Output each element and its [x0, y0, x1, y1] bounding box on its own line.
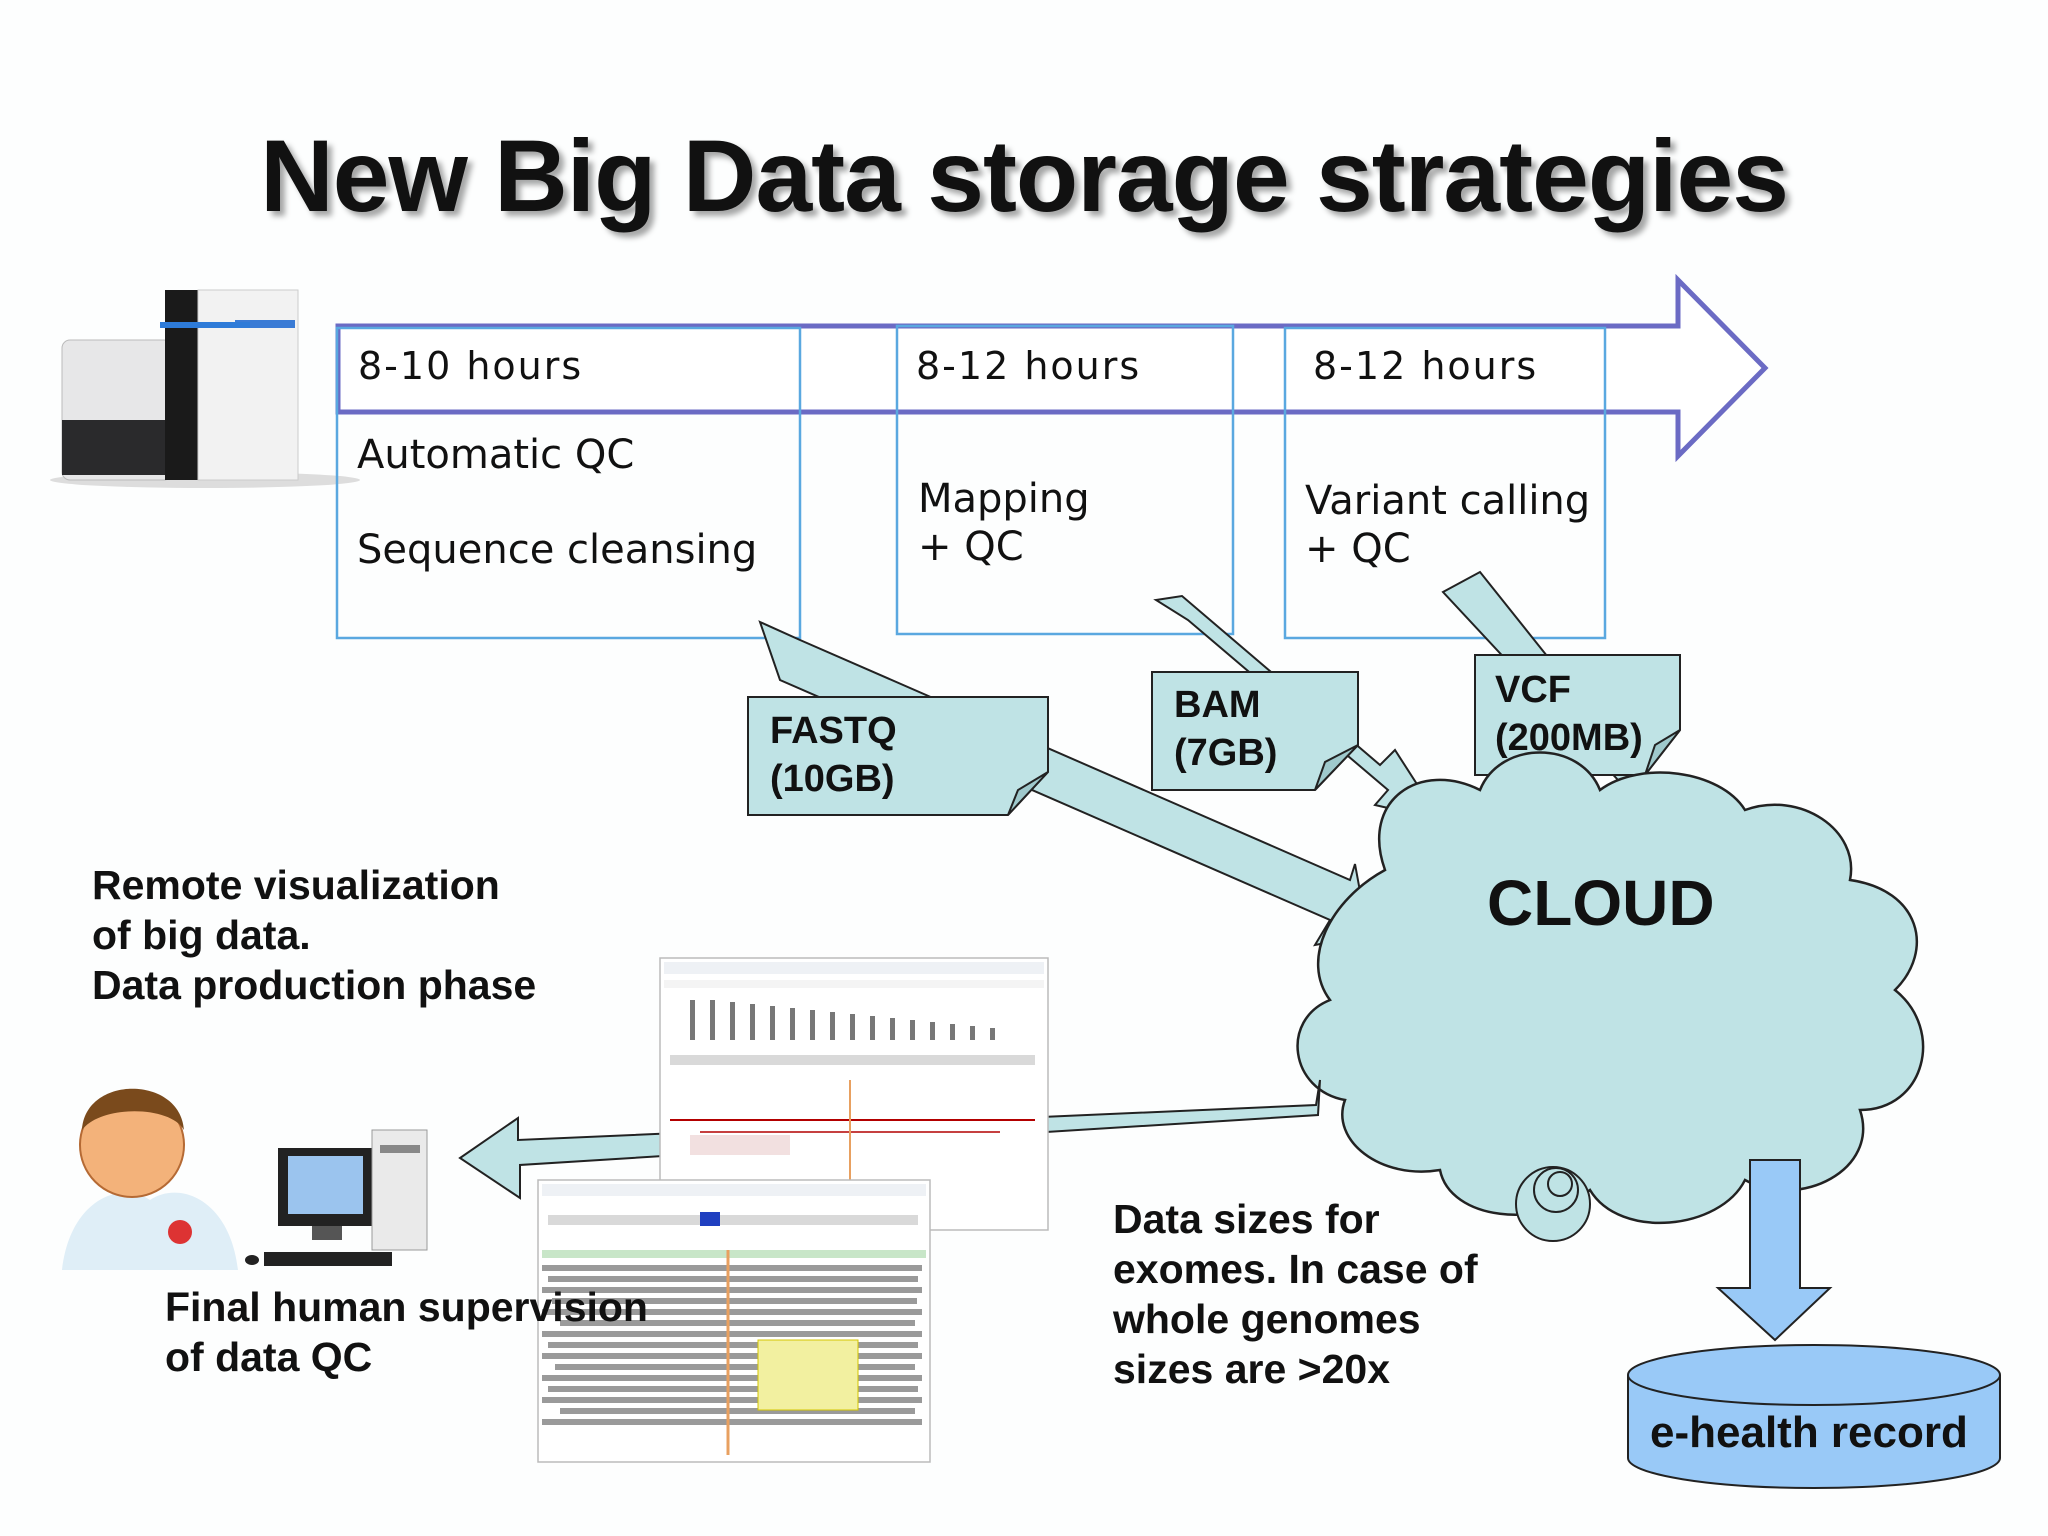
remote-line3: Data production phase	[92, 962, 537, 1008]
fastq-name: FASTQ	[770, 710, 897, 752]
bam-name: BAM	[1174, 684, 1261, 726]
note-line4: sizes are >20x	[1113, 1346, 1390, 1392]
timeline-arrow	[335, 273, 1769, 463]
doctor-icon	[62, 1088, 238, 1270]
bam-label: BAM (7GB)	[1174, 681, 1277, 777]
remote-visualization-label: Remote visualization of big data. Data p…	[92, 860, 536, 1010]
remote-line1: Remote visualization	[92, 862, 500, 908]
note-line1: Data sizes for	[1113, 1196, 1380, 1242]
step-box-qc	[335, 326, 802, 640]
step1-title: Automatic QC	[357, 432, 635, 478]
step1-hours: 8-10 hours	[358, 344, 584, 388]
step2-hours: 8-12 hours	[916, 344, 1142, 388]
vcf-label: VCF (200MB)	[1495, 666, 1643, 762]
sequencer-icon	[50, 289, 360, 488]
vcf-card	[1474, 654, 1681, 776]
bam-card	[1151, 671, 1359, 791]
cloud-label: CLOUD	[1487, 867, 1715, 939]
supervision-line1: Final human supervision	[165, 1284, 648, 1330]
step-box-mapping	[895, 324, 1235, 636]
note-line2: exomes. In case of	[1113, 1246, 1478, 1292]
step1-subtitle: Sequence cleansing	[357, 527, 758, 573]
fastq-size: (10GB)	[770, 758, 895, 800]
page-title: New Big Data storage strategies	[260, 119, 1789, 233]
step3-title: Variant calling	[1305, 478, 1591, 524]
supervision-line2: of data QC	[165, 1334, 373, 1380]
bam-size: (7GB)	[1174, 732, 1278, 774]
vcf-name: VCF	[1495, 669, 1571, 711]
step3-hours: 8-12 hours	[1313, 344, 1539, 388]
supervision-label: Final human supervision of data QC	[165, 1282, 648, 1382]
cloud-shape	[1296, 751, 1925, 1225]
ehr-database	[1627, 1344, 2001, 1489]
computer-icon	[245, 1129, 428, 1266]
step2-title: Mapping	[918, 476, 1090, 522]
step3-subtitle: + QC	[1305, 526, 1411, 572]
ehr-label: e-health record	[1650, 1408, 1968, 1457]
step-box-variant	[1283, 326, 1607, 640]
genome-browser-screenshot-bottom	[537, 1179, 931, 1463]
ehr-arrow	[1715, 1159, 1833, 1342]
note-line3: whole genomes	[1113, 1296, 1421, 1342]
remote-line2: of big data.	[92, 912, 311, 958]
data-sizes-note: Data sizes for exomes. In case of whole …	[1113, 1194, 1478, 1394]
step2-subtitle: + QC	[918, 524, 1024, 570]
fastq-label: FASTQ (10GB)	[770, 707, 897, 803]
vcf-size: (200MB)	[1495, 717, 1643, 759]
fastq-card	[747, 696, 1049, 816]
